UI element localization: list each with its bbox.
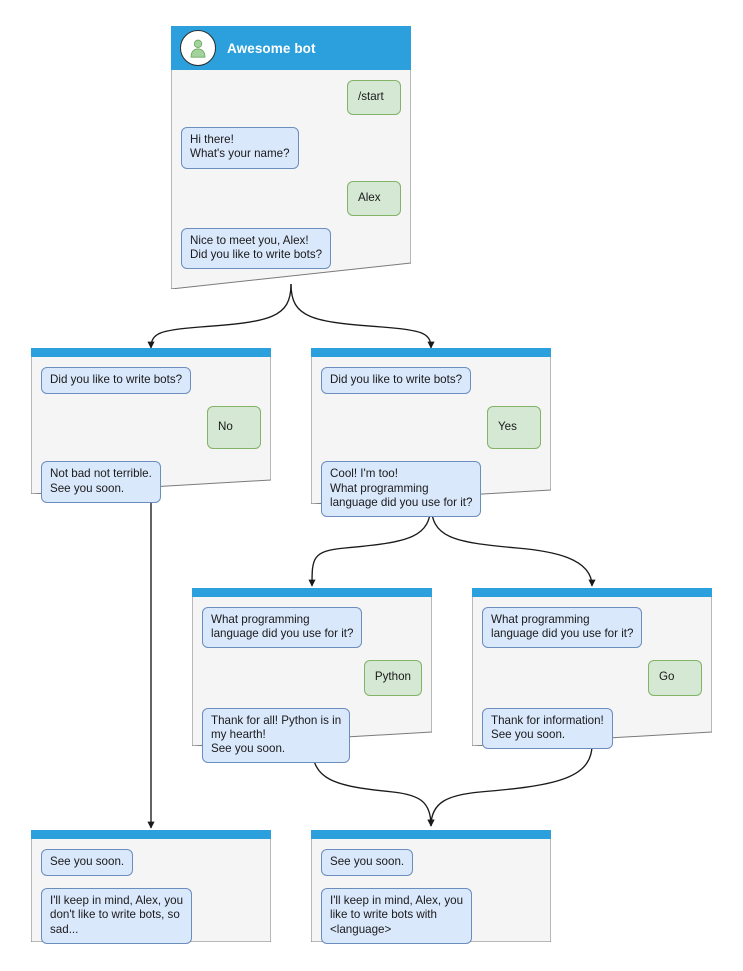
card-end-sad-chat: See you soon. I'll keep in mind, Alex, y… bbox=[31, 839, 271, 944]
bot-bubble[interactable]: Thank for information! See you soon. bbox=[482, 707, 613, 750]
message-row: See you soon. bbox=[41, 849, 261, 877]
bot-bubble[interactable]: Hi there! What's your name? bbox=[181, 127, 299, 169]
user-bubble[interactable]: Go bbox=[648, 660, 702, 696]
message-row: Hi there! What's your name? bbox=[181, 127, 401, 169]
card-end-sad-header bbox=[31, 830, 271, 839]
message-row: I'll keep in mind, Alex, you like to wri… bbox=[321, 888, 541, 944]
bot-bubble[interactable]: Not bad not terrible. See you soon. bbox=[41, 461, 161, 503]
card-end-happy[interactable]: See you soon. I'll keep in mind, Alex, y… bbox=[311, 830, 551, 944]
card-root-chat: /start Hi there! What's your name? Alex … bbox=[171, 70, 411, 270]
user-bubble[interactable]: /start bbox=[347, 80, 401, 116]
bot-bubble[interactable]: Cool! I'm too! What programming language… bbox=[321, 461, 482, 518]
card-yes-branch-chat: Did you like to write bots? Yes Cool! I'… bbox=[311, 357, 551, 518]
message-row: Thank for all! Python is in my hearth! S… bbox=[202, 707, 422, 764]
message-row: Python bbox=[202, 660, 422, 696]
message-row: Not bad not terrible. See you soon. bbox=[41, 461, 261, 503]
edge-root-to-yes bbox=[290, 283, 435, 349]
message-row: What programming language did you use fo… bbox=[482, 607, 702, 649]
message-row: Did you like to write bots? bbox=[321, 367, 541, 395]
message-row: Did you like to write bots? bbox=[41, 367, 261, 395]
message-row: Alex bbox=[181, 180, 401, 216]
bot-bubble[interactable]: What programming language did you use fo… bbox=[202, 607, 363, 649]
card-end-happy-header bbox=[311, 830, 551, 839]
message-row: What programming language did you use fo… bbox=[202, 607, 422, 649]
bot-bubble[interactable]: I'll keep in mind, Alex, you like to wri… bbox=[321, 888, 473, 944]
bot-bubble[interactable]: Did you like to write bots? bbox=[321, 367, 472, 395]
message-row: Yes bbox=[321, 406, 541, 450]
card-end-sad[interactable]: See you soon. I'll keep in mind, Alex, y… bbox=[31, 830, 271, 944]
person-icon bbox=[180, 30, 216, 66]
card-python-branch[interactable]: What programming language did you use fo… bbox=[192, 588, 432, 764]
card-no-branch-header bbox=[31, 348, 271, 357]
bot-bubble[interactable]: See you soon. bbox=[321, 849, 414, 877]
message-row: Thank for information! See you soon. bbox=[482, 707, 702, 750]
bot-bubble[interactable]: Did you like to write bots? bbox=[41, 367, 192, 395]
message-row: Cool! I'm too! What programming language… bbox=[321, 461, 541, 518]
bot-bubble[interactable]: Nice to meet you, Alex! Did you like to … bbox=[181, 227, 332, 270]
message-row: /start bbox=[181, 80, 401, 116]
message-row: Go bbox=[482, 660, 702, 696]
message-row: No bbox=[41, 406, 261, 450]
message-row: I'll keep in mind, Alex, you don't like … bbox=[41, 888, 261, 944]
card-root[interactable]: Awesome bot /start Hi there! What's your… bbox=[171, 26, 411, 289]
card-go-branch-chat: What programming language did you use fo… bbox=[472, 597, 712, 750]
card-go-branch[interactable]: What programming language did you use fo… bbox=[472, 588, 712, 750]
card-root-header: Awesome bot bbox=[171, 26, 411, 70]
card-go-branch-header bbox=[472, 588, 712, 597]
card-no-branch-chat: Did you like to write bots? No Not bad n… bbox=[31, 357, 271, 503]
message-row: See you soon. bbox=[321, 849, 541, 877]
user-bubble[interactable]: No bbox=[207, 406, 261, 450]
bot-bubble[interactable]: Thank for all! Python is in my hearth! S… bbox=[202, 707, 351, 764]
message-row: Nice to meet you, Alex! Did you like to … bbox=[181, 227, 401, 270]
user-bubble[interactable]: Python bbox=[363, 660, 422, 696]
card-end-happy-chat: See you soon. I'll keep in mind, Alex, y… bbox=[311, 839, 551, 944]
bot-bubble[interactable]: What programming language did you use fo… bbox=[482, 607, 643, 649]
card-yes-branch[interactable]: Did you like to write bots? Yes Cool! I'… bbox=[311, 348, 551, 518]
card-yes-branch-header bbox=[311, 348, 551, 357]
user-bubble[interactable]: Alex bbox=[347, 180, 401, 216]
card-no-branch[interactable]: Did you like to write bots? No Not bad n… bbox=[31, 348, 271, 503]
edge-root-to-no bbox=[147, 283, 292, 349]
card-python-branch-header bbox=[192, 588, 432, 597]
bot-title: Awesome bot bbox=[227, 40, 316, 56]
user-bubble[interactable]: Yes bbox=[487, 406, 541, 450]
bot-bubble[interactable]: I'll keep in mind, Alex, you don't like … bbox=[41, 888, 193, 944]
card-python-branch-chat: What programming language did you use fo… bbox=[192, 597, 432, 764]
bot-bubble[interactable]: See you soon. bbox=[41, 849, 134, 877]
